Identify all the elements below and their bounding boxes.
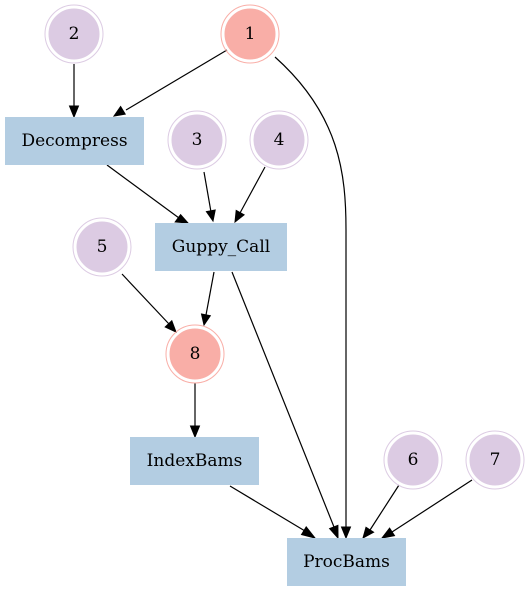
node-2-circle <box>48 8 100 60</box>
edge-guppy-to-8 <box>205 271 215 316</box>
node-4[interactable]: 4 <box>249 110 309 170</box>
edge-6-to-procbams <box>369 484 400 531</box>
node-5-label: 5 <box>97 237 108 257</box>
node-procbams-label: ProcBams <box>303 552 390 572</box>
node-4-circle <box>253 114 305 166</box>
arrowhead-5-to-8 <box>164 319 177 333</box>
node-3[interactable]: 3 <box>167 110 227 170</box>
node-decompress[interactable]: Decompress <box>5 117 144 165</box>
arrowhead-6-to-procbams <box>362 526 375 540</box>
node-8-label: 8 <box>190 344 201 364</box>
node-guppy-call-box <box>155 223 287 271</box>
node-decompress-box <box>5 117 144 165</box>
node-7-outer-ring <box>465 430 525 490</box>
edge-decompress-to-guppy <box>106 164 180 219</box>
node-1-outer-ring <box>220 4 280 64</box>
arrowhead-guppy-to-8 <box>200 313 212 327</box>
node-7[interactable]: 7 <box>465 430 525 490</box>
node-procbams-box <box>287 538 406 586</box>
node-4-label: 4 <box>274 130 285 150</box>
node-2-label: 2 <box>69 24 80 44</box>
node-1[interactable]: 1 <box>220 4 280 64</box>
node-8-circle <box>169 328 221 380</box>
edge-7-to-procbams <box>391 479 473 533</box>
node-procbams[interactable]: ProcBams <box>287 538 406 586</box>
edge-5-to-8 <box>121 273 170 325</box>
edge-indexbams-to-procbams <box>229 485 306 532</box>
arrowhead-3-to-guppy <box>205 209 216 223</box>
edge-1-to-procbams <box>274 56 347 528</box>
node-decompress-label: Decompress <box>21 131 127 151</box>
node-indexbams-label: IndexBams <box>147 451 243 471</box>
arrowhead-guppy-to-procbams <box>328 524 339 540</box>
node-6-outer-ring <box>383 430 443 490</box>
nodes: 1 2 Decompress 3 4 Guppy_Call <box>5 4 525 586</box>
node-5-circle <box>76 221 128 273</box>
node-guppy-call[interactable]: Guppy_Call <box>155 223 287 271</box>
node-indexbams[interactable]: IndexBams <box>130 437 259 485</box>
node-indexbams-box <box>130 437 259 485</box>
node-2[interactable]: 2 <box>44 4 104 64</box>
node-3-outer-ring <box>167 110 227 170</box>
node-3-label: 3 <box>192 130 203 150</box>
node-8-outer-ring <box>165 324 225 384</box>
arrowhead-1-to-procbams <box>340 526 352 540</box>
node-7-label: 7 <box>490 450 501 470</box>
arrowhead-8-to-indexbams <box>189 425 201 439</box>
node-6[interactable]: 6 <box>383 430 443 490</box>
node-6-circle <box>387 434 439 486</box>
edges <box>68 49 473 540</box>
node-1-label: 1 <box>245 24 256 44</box>
node-guppy-call-label: Guppy_Call <box>172 237 270 257</box>
node-6-label: 6 <box>408 450 419 470</box>
arrowhead-indexbams-to-procbams <box>300 526 317 539</box>
edge-3-to-guppy <box>203 171 212 213</box>
arrowhead-7-to-procbams <box>380 527 396 539</box>
edge-guppy-to-procbams <box>231 271 335 528</box>
node-4-outer-ring <box>249 110 309 170</box>
node-7-circle <box>469 434 521 486</box>
node-8[interactable]: 8 <box>165 324 225 384</box>
node-1-circle <box>224 8 276 60</box>
edge-4-to-guppy <box>239 166 266 214</box>
node-5[interactable]: 5 <box>72 217 132 277</box>
arrowhead-4-to-guppy <box>234 209 245 224</box>
node-5-outer-ring <box>72 217 132 277</box>
node-3-circle <box>171 114 223 166</box>
node-2-outer-ring <box>44 4 104 64</box>
arrowhead-decompress-to-guppy <box>174 213 190 224</box>
arrowhead-2-to-decompress <box>68 105 80 119</box>
arrowhead-1-to-decompress <box>112 105 127 117</box>
edge-1-to-decompress <box>125 49 228 111</box>
